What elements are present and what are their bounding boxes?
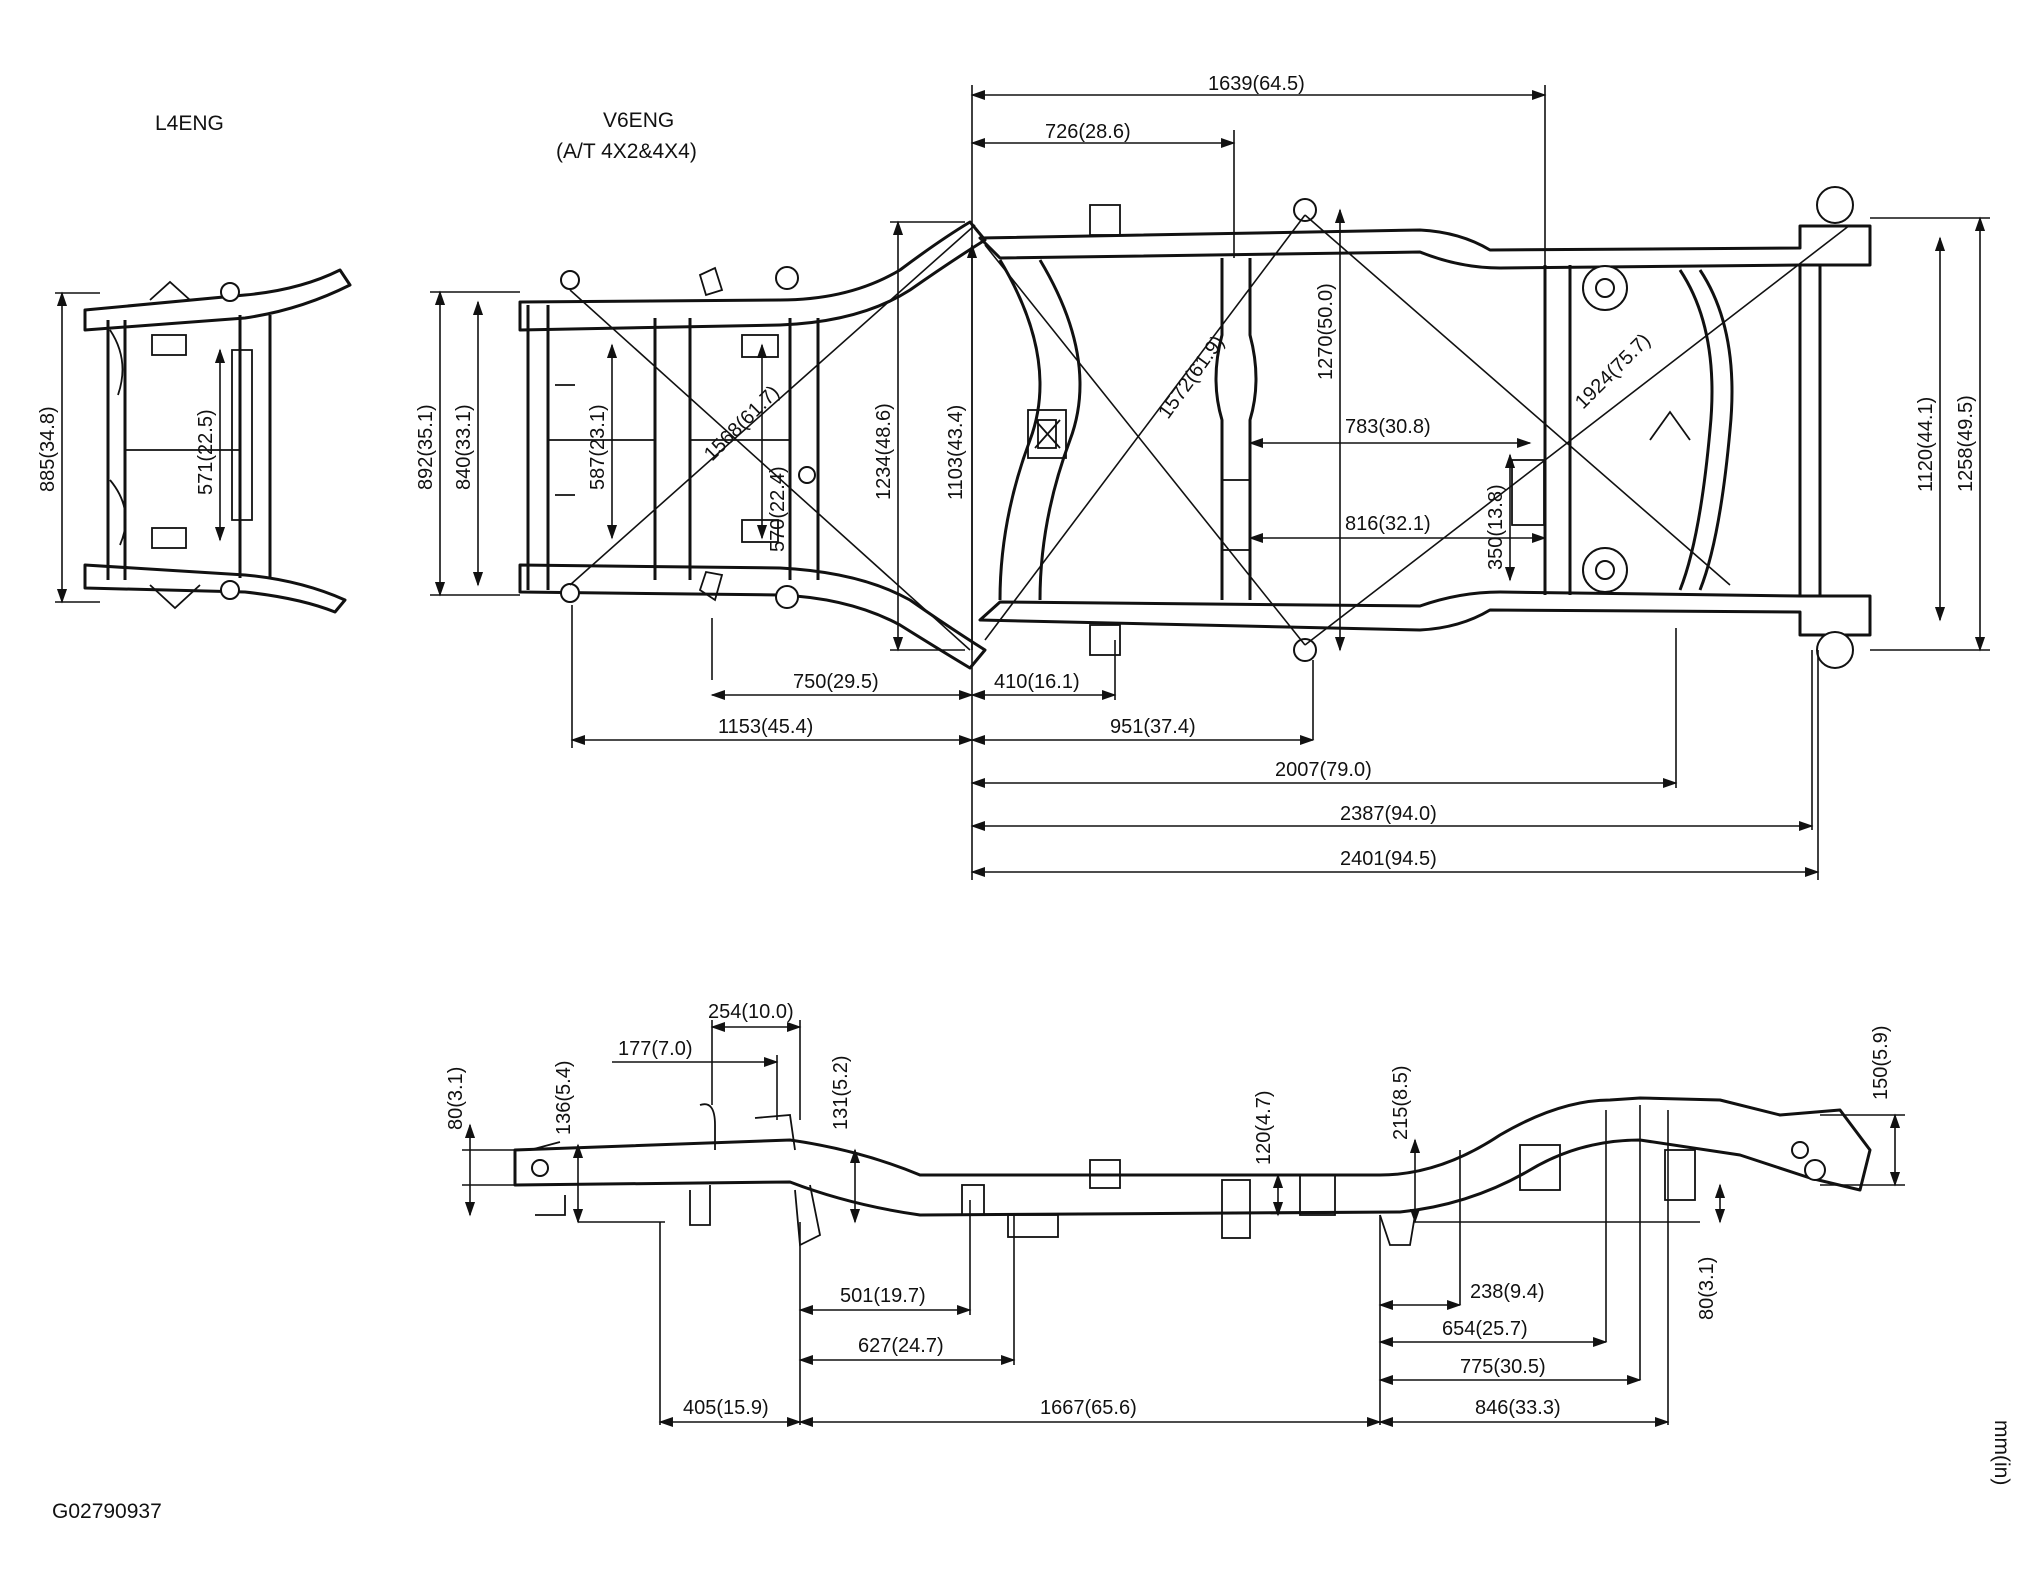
units-label: mm(in) — [1990, 1420, 2013, 1485]
side-dim-177: 177(7.0) — [618, 1038, 693, 1060]
l4-engine-caption: L4ENG — [155, 112, 224, 135]
v6-width-570: 570(22.4) — [767, 466, 789, 552]
l4-height-885: 885(34.8) — [37, 406, 59, 492]
v6-width-587: 587(23.1) — [587, 404, 609, 490]
side-dim-501: 501(19.7) — [840, 1285, 926, 1307]
side-dim-846: 846(33.3) — [1475, 1397, 1561, 1419]
plan-height-1103: 1103(43.4) — [945, 405, 967, 500]
plan-dim-951: 951(37.4) — [1110, 716, 1196, 738]
v6-engine-caption: V6ENG — [603, 109, 674, 132]
side-height-136: 136(5.4) — [553, 1061, 575, 1136]
side-view-dimensions: 254(10.0) 177(7.0) 80(3.1) 136(5.4) 131(… — [445, 1001, 1905, 1428]
plan-height-1270: 1270(50.0) — [1315, 283, 1337, 380]
plan-dim-783: 783(30.8) — [1345, 416, 1431, 438]
side-height-80-left: 80(3.1) — [445, 1067, 467, 1130]
v6-front-frame-drawing — [518, 220, 987, 670]
v6-height-892: 892(35.1) — [415, 404, 437, 490]
side-dim-1667: 1667(65.6) — [1040, 1397, 1137, 1419]
plan-view-frame-drawing — [978, 186, 1872, 669]
side-dim-238: 238(9.4) — [1470, 1281, 1545, 1303]
figure-id: G02790937 — [52, 1500, 162, 1523]
l4-front-frame-drawing — [83, 268, 352, 614]
side-dim-627: 627(24.7) — [858, 1335, 944, 1357]
l4-width-571: 571(22.5) — [195, 409, 217, 495]
v6-height-1234: 1234(48.6) — [873, 403, 895, 500]
side-dim-254: 254(10.0) — [708, 1001, 794, 1023]
plan-height-1258: 1258(49.5) — [1955, 395, 1977, 492]
plan-dim-1639: 1639(64.5) — [1208, 73, 1305, 95]
side-height-80-right: 80(3.1) — [1696, 1257, 1718, 1320]
plan-height-350: 350(13.8) — [1485, 484, 1507, 570]
plan-dim-2007: 2007(79.0) — [1275, 759, 1372, 781]
plan-dim-410: 410(16.1) — [994, 671, 1080, 693]
plan-dim-750: 750(29.5) — [793, 671, 879, 693]
v6-variant-caption: (A/T 4X2&4X4) — [556, 140, 697, 163]
plan-diagonal-1924: 1924(75.7) — [1571, 330, 1655, 414]
side-dim-405: 405(15.9) — [683, 1397, 769, 1419]
plan-dim-2401: 2401(94.5) — [1340, 848, 1437, 870]
side-height-150: 150(5.9) — [1870, 1026, 1892, 1101]
side-height-120: 120(4.7) — [1253, 1091, 1275, 1166]
plan-dim-726: 726(28.6) — [1045, 121, 1131, 143]
v6-height-840: 840(33.1) — [453, 404, 475, 490]
side-height-215: 215(8.5) — [1390, 1066, 1412, 1141]
v6-dimensions: 892(35.1) 840(33.1) 587(23.1) 570(22.4) … — [415, 220, 976, 652]
side-view-frame-drawing — [513, 1096, 1872, 1247]
side-height-131: 131(5.2) — [830, 1056, 852, 1131]
plan-dim-816: 816(32.1) — [1345, 513, 1431, 535]
plan-height-1120: 1120(44.1) — [1915, 397, 1937, 492]
plan-dim-2387: 2387(94.0) — [1340, 803, 1437, 825]
l4-dimensions: 885(34.8) 571(22.5) — [37, 291, 226, 604]
side-dim-775: 775(30.5) — [1460, 1356, 1546, 1378]
v6-diagonal-1568: 1568(61.7) — [700, 382, 784, 466]
side-dim-654: 654(25.7) — [1442, 1318, 1528, 1340]
plan-dim-1153: 1153(45.4) — [718, 716, 813, 738]
